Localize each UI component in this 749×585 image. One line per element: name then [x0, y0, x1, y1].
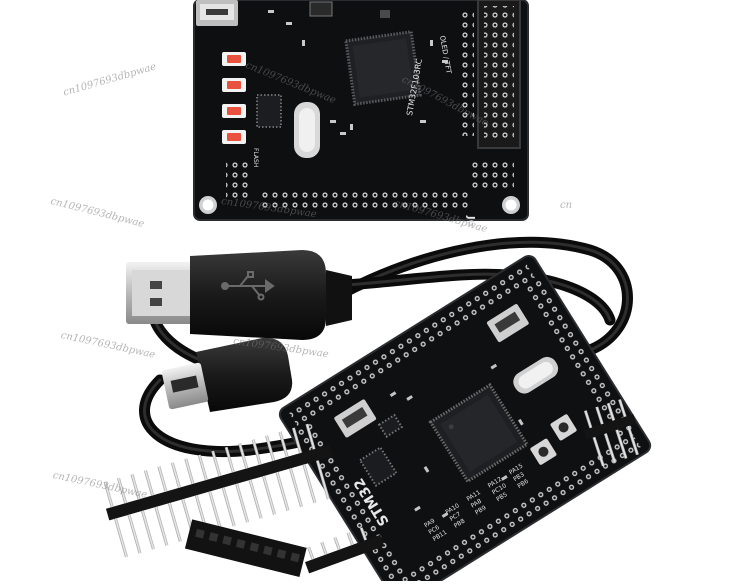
micro-usb-plug [161, 337, 293, 412]
pin-label: PA9 [423, 517, 436, 529]
top-board: STM32F103RC J6 OLED / TFT FLASH [193, 0, 529, 227]
usb-a-plug [126, 250, 352, 340]
small-header [305, 527, 385, 574]
top-board-flash-label: FLASH [252, 148, 259, 167]
top-board-buttons [222, 52, 246, 144]
watermark: cn [560, 200, 573, 211]
pin-label: PA8 [470, 498, 483, 510]
top-board-connector-label: J6 [465, 215, 476, 227]
pin-header-short [583, 399, 639, 467]
bottom-board: STM32 PB11 PC6 PC7 PA8 PA9 PA10 PA11 PA1… [278, 255, 652, 585]
female-header [184, 519, 307, 578]
pin-header-long [103, 423, 333, 558]
